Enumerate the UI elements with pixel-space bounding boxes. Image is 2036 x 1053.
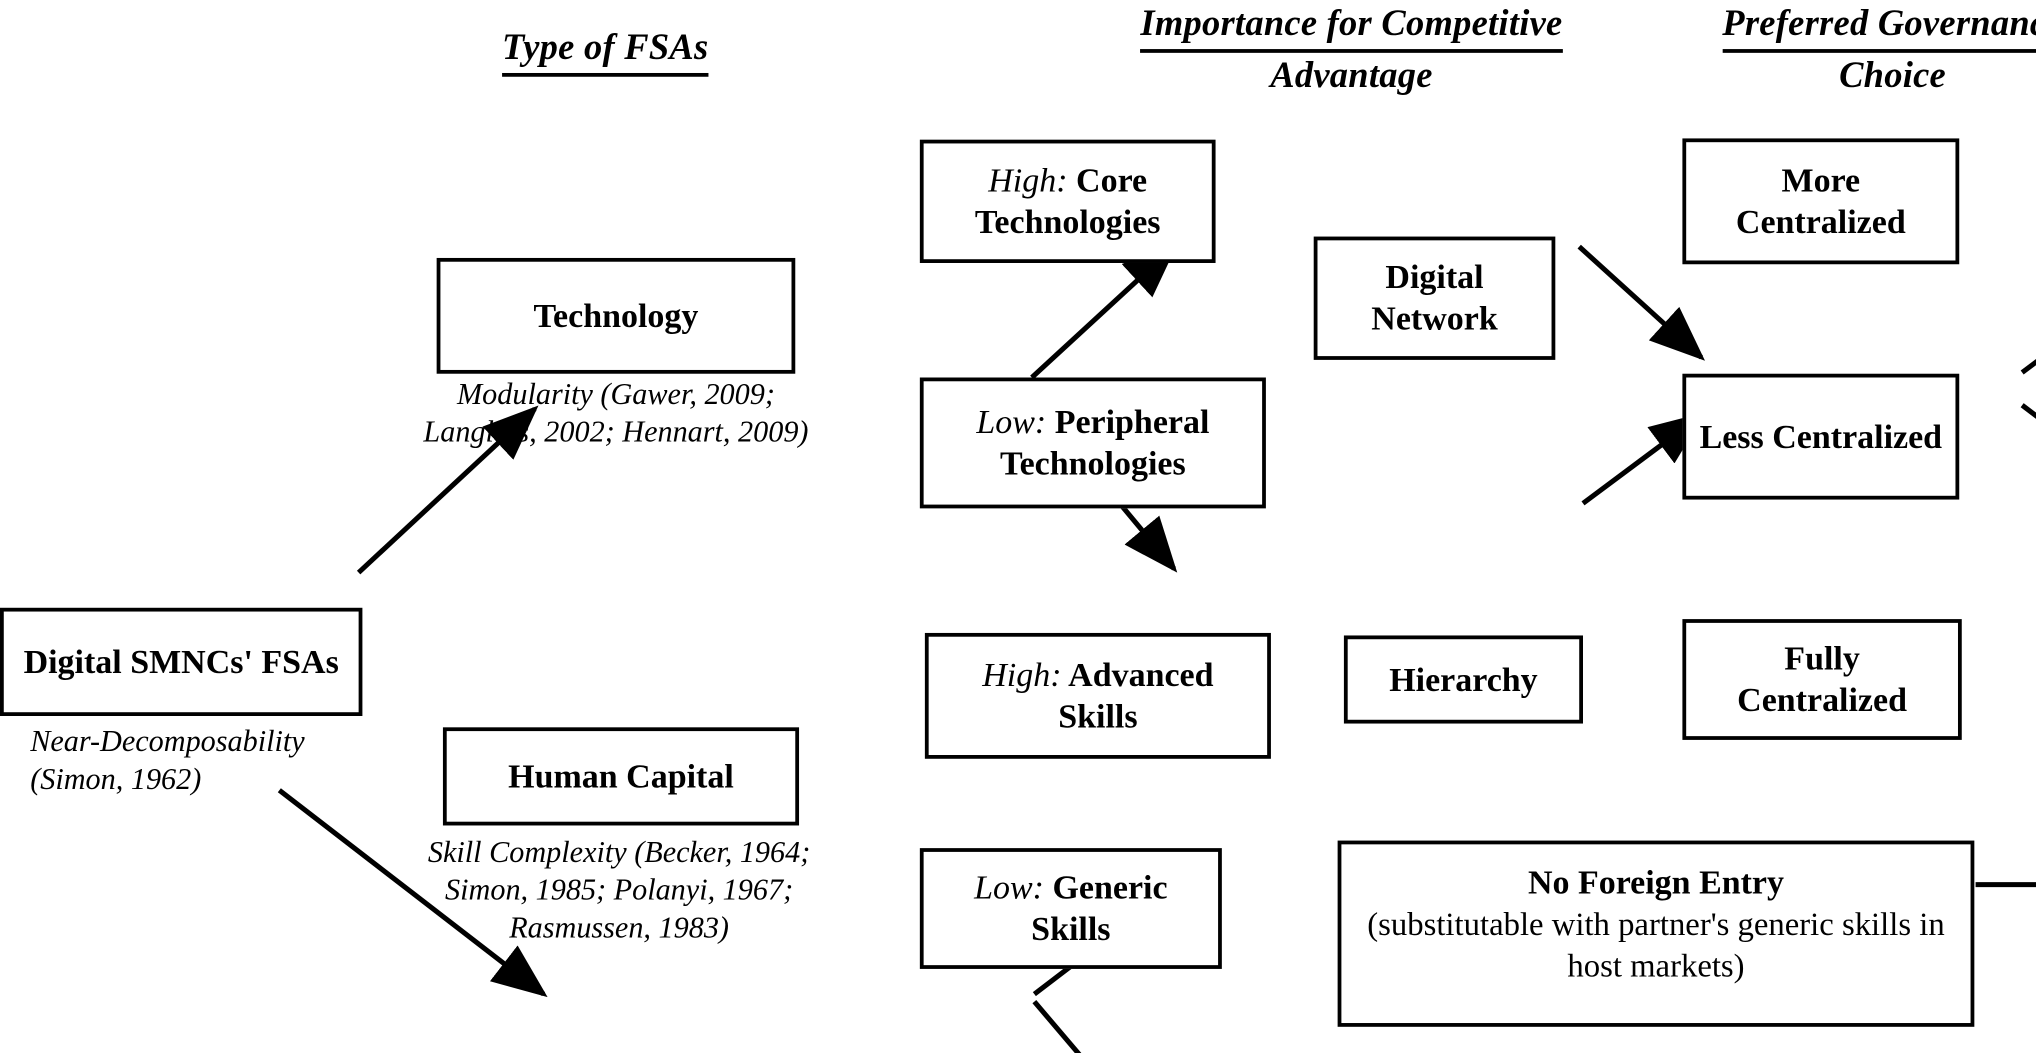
node-lead: High: bbox=[982, 655, 1062, 694]
node-fully-centralized[interactable]: Fully Centralized bbox=[1682, 619, 1962, 740]
node-label: Digital Network bbox=[1371, 258, 1498, 338]
column-header-line: Choice bbox=[1839, 55, 1947, 96]
node-lead: Low: bbox=[976, 402, 1047, 441]
node-generic-skills[interactable]: Low: Generic Skills bbox=[919, 848, 1222, 969]
caption-root: Near-Decomposability (Simon, 1962) bbox=[30, 725, 357, 800]
node-label: Digital SMNCs' FSAs bbox=[23, 642, 339, 681]
node-advanced-skills[interactable]: High: Advanced Skills bbox=[924, 632, 1271, 759]
node-text: Low: Peripheral Technologies bbox=[934, 401, 1252, 484]
node-label: More Centralized bbox=[1735, 161, 1906, 241]
node-label: Less Centralized bbox=[1699, 417, 1943, 455]
column-header-line: Preferred Governance bbox=[1722, 1, 2036, 53]
column-header-line: Advantage bbox=[1270, 55, 1433, 96]
node-more-centralized[interactable]: More Centralized bbox=[1682, 138, 1960, 265]
column-header-line: Type of FSAs bbox=[502, 25, 709, 77]
column-header-preferred-governance-choice: Preferred Governance Choice bbox=[1653, 1, 2036, 99]
caption-technology: Modularity (Gawer, 2009; Langlois, 2002;… bbox=[411, 378, 820, 453]
node-core-technologies[interactable]: High: Core Technologies bbox=[919, 139, 1216, 263]
node-text: High: Advanced Skills bbox=[939, 654, 1257, 737]
node-label: Peripheral Technologies bbox=[1000, 402, 1210, 482]
edge-human-capital-to-generic-skills bbox=[1032, 1000, 1082, 1053]
node-human-capital[interactable]: Human Capital bbox=[442, 727, 800, 826]
node-digital-smncs-fsas[interactable]: Digital SMNCs' FSAs bbox=[0, 607, 363, 716]
caption-text: Modularity (Gawer, 2009; Langlois, 2002;… bbox=[423, 378, 809, 449]
edge-digital-network-to-more-centralized bbox=[2020, 359, 2036, 375]
node-sublabel: (substitutable with partner's generic sk… bbox=[1367, 905, 1945, 984]
node-text: No Foreign Entry (substitutable with par… bbox=[1351, 862, 1960, 986]
node-no-foreign-entry[interactable]: No Foreign Entry (substitutable with par… bbox=[1337, 840, 1975, 1027]
node-text: High: Core Technologies bbox=[934, 160, 1202, 243]
edge-digital-network-to-less-centralized bbox=[2020, 403, 2036, 419]
node-label: Generic Skills bbox=[1031, 868, 1168, 948]
caption-human-capital: Skill Complexity (Becker, 1964; Simon, 1… bbox=[423, 836, 816, 948]
node-digital-network[interactable]: Digital Network bbox=[1313, 236, 1556, 360]
node-label: Core Technologies bbox=[974, 161, 1161, 241]
node-hierarchy[interactable]: Hierarchy bbox=[1343, 635, 1583, 724]
edge-technology-to-core-tech bbox=[1030, 243, 1178, 380]
node-peripheral-technologies[interactable]: Low: Peripheral Technologies bbox=[919, 377, 1266, 509]
column-header-importance-competitive-advantage: Importance for Competitive Advantage bbox=[1062, 1, 1641, 99]
node-label: Advanced Skills bbox=[1058, 655, 1214, 735]
node-label: Hierarchy bbox=[1389, 660, 1538, 698]
node-label: No Foreign Entry bbox=[1527, 863, 1785, 901]
node-label: Human Capital bbox=[508, 756, 734, 795]
caption-text: Near-Decomposability (Simon, 1962) bbox=[30, 726, 305, 797]
node-lead: High: bbox=[988, 161, 1068, 199]
node-text: Low: Generic Skills bbox=[934, 867, 1208, 950]
node-less-centralized[interactable]: Less Centralized bbox=[1682, 373, 1960, 500]
node-label: Fully Centralized bbox=[1737, 639, 1907, 719]
column-header-type-of-fsas: Type of FSAs bbox=[429, 25, 781, 77]
caption-text: Skill Complexity (Becker, 1964; Simon, 1… bbox=[427, 836, 811, 945]
column-header-line: Importance for Competitive bbox=[1140, 1, 1563, 53]
node-lead: Low: bbox=[974, 868, 1044, 907]
node-technology[interactable]: Technology bbox=[436, 257, 796, 374]
node-label: Technology bbox=[533, 296, 699, 335]
